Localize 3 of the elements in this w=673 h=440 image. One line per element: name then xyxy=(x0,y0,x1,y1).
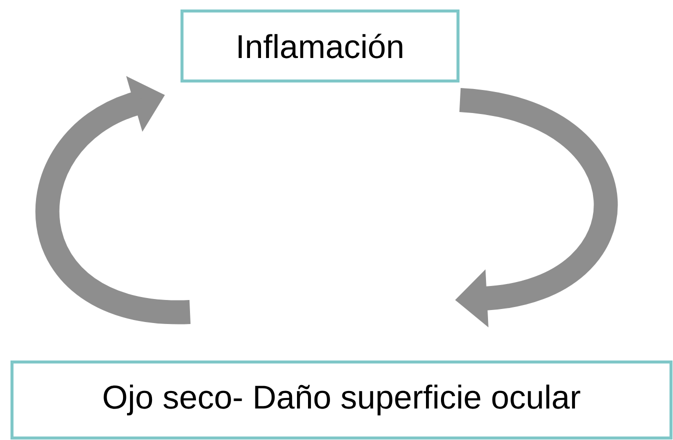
text-box: Inflamación xyxy=(180,10,460,82)
text-box: Ojo seco- Daño superficie ocular xyxy=(10,360,672,440)
curved-arrow xyxy=(36,76,191,324)
